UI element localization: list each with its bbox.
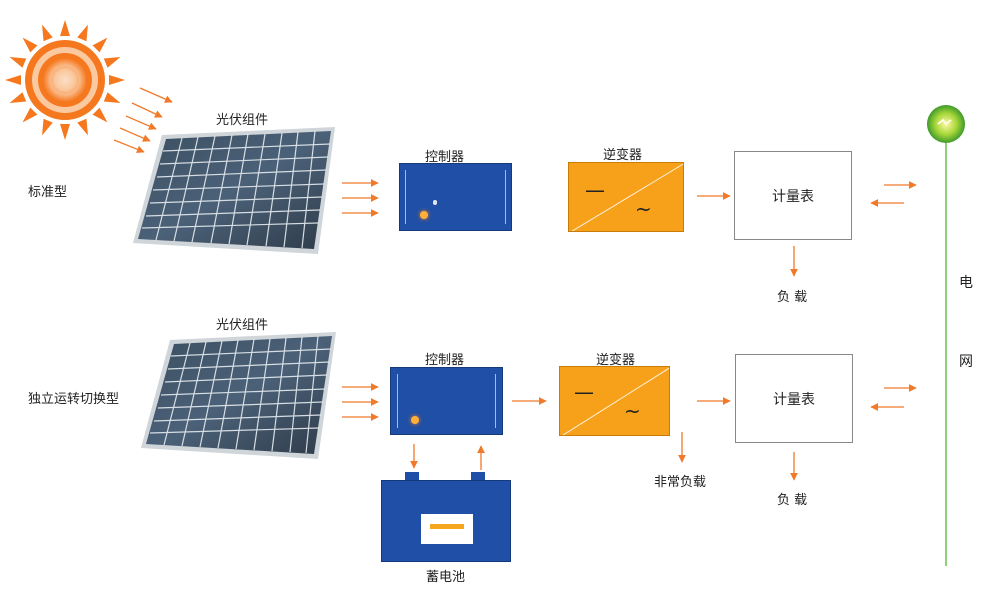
indicator-light-icon [420,211,428,219]
arrows-controller-battery [410,444,485,470]
meter-box-2: 计量表 [735,354,853,443]
meter-box-1: 计量表 [734,151,852,240]
inverter-label-2: 逆变器 [596,353,636,368]
type-label-independent: 独立运转切换型 [28,392,120,407]
indicator-small-icon [433,200,437,205]
ac-symbol: ~ [635,197,652,221]
meter-label-1: 计量表 [772,188,814,205]
controller-box-1 [399,163,512,231]
indicator-light-icon [411,416,419,424]
grid-bulb-icon [927,105,965,143]
controller-label-1: 控制器 [425,150,465,165]
sunlight-arrows [113,87,173,154]
inverter-box-1: — ~ [568,162,684,232]
inverter-label-1: 逆变器 [603,148,643,163]
dc-symbol: — [574,380,594,404]
controller-label-2: 控制器 [425,353,465,368]
load-label-2: 负 载 [777,493,808,508]
inverter-box-2: — ~ [559,366,670,436]
ac-symbol: ~ [624,399,641,423]
load-label-1: 负 载 [777,290,808,305]
pv-panel-2 [141,332,336,459]
arrows-meter-grid-1 [870,181,917,207]
arrows-panel-to-controller-1 [342,179,379,217]
pv-label-2: 光伏组件 [216,318,269,333]
dc-symbol: — [585,178,605,202]
arrows-panel-to-controller-2 [342,383,379,421]
battery-level-bar [430,524,464,529]
battery-label: 蓄电池 [426,570,466,585]
controller-box-2 [390,367,503,435]
inverter-diagonal [562,367,669,435]
pv-panel-1 [133,127,335,254]
battery-terminal-right [471,472,485,482]
critical-load-label: 非常负载 [654,475,707,490]
meter-label-2: 计量表 [773,391,815,408]
battery-label-plate [421,514,473,544]
battery-icon [381,480,511,562]
grid-label-char2: 网 [959,354,973,370]
battery-terminal-left [405,472,419,482]
type-label-standard: 标准型 [28,185,68,200]
inverter-diagonal [571,163,683,231]
arrows-meter-grid-2 [870,384,917,411]
grid-label-char1: 电 [959,275,973,291]
sun-icon [5,20,125,140]
pv-label-1: 光伏组件 [216,113,269,128]
